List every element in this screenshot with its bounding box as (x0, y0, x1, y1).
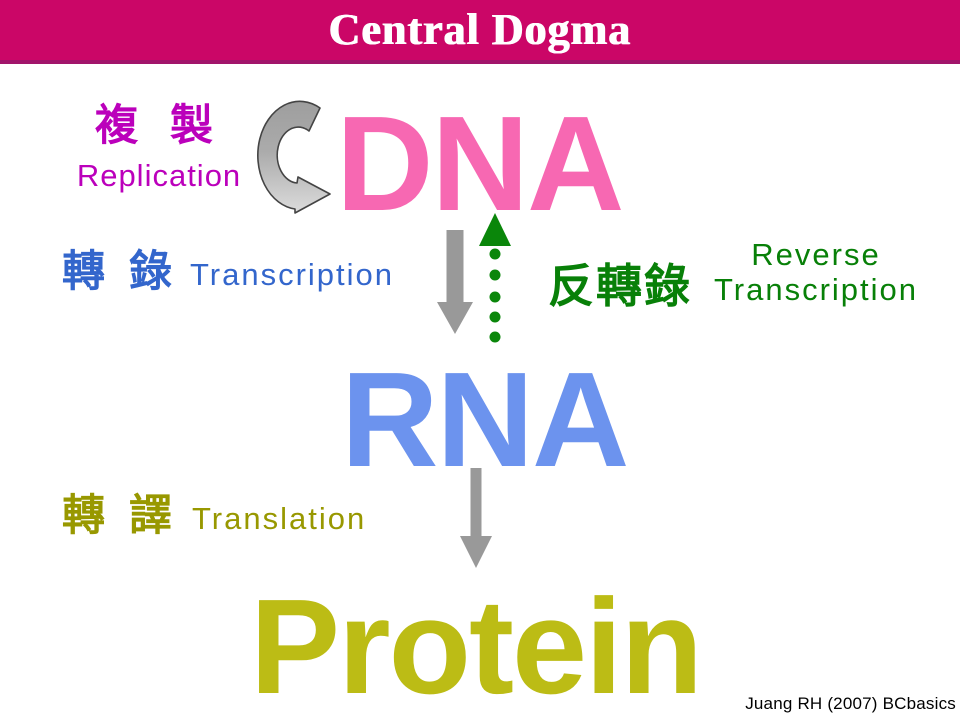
protein-label: Protein (250, 571, 703, 720)
reverse-transcription-label-en: Reverse Transcription (688, 237, 944, 307)
slide-title: Central Dogma (328, 5, 632, 54)
reverse-transcription-label-en-line2: Transcription (713, 272, 919, 307)
replication-label-en: Replication (76, 158, 242, 194)
circular-arrow-icon (257, 100, 331, 214)
reverse-transcription-label-en-line1: Reverse (751, 237, 881, 272)
credit-text: Juang RH (2007) BCbasics (745, 694, 956, 713)
transcription-label-zh: 轉 錄 (62, 248, 178, 296)
replication-label-zh: 複 製 (95, 102, 223, 150)
replication-label-group: 複 製 Replication (28, 102, 290, 194)
dna-label: DNA (336, 88, 624, 239)
rna-label: RNA (341, 344, 629, 495)
transcription-down-arrow-icon (437, 230, 473, 334)
reverse-transcription-label-zh: 反轉錄 (548, 260, 692, 312)
title-banner: Central Dogma (0, 0, 960, 64)
translation-label-en: Translation (192, 501, 367, 536)
translation-down-arrow-icon (460, 468, 492, 568)
transcription-label-en: Transcription (190, 257, 395, 292)
reverse-transcription-dotted-up-arrow-icon (479, 213, 511, 343)
translation-label-zh: 轉 譯 (62, 492, 178, 540)
